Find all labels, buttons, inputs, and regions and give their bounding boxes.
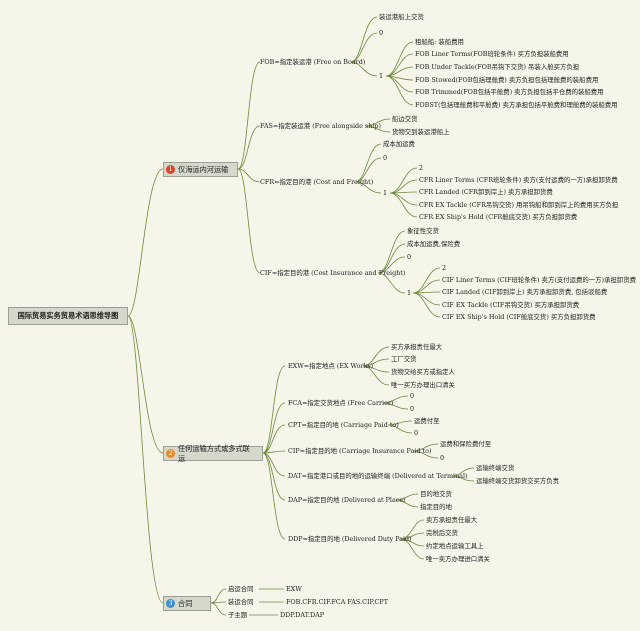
fas-detail[interactable]: 船边交货 bbox=[392, 115, 418, 123]
fob-detail[interactable]: 0 bbox=[379, 29, 384, 37]
dap-detail[interactable]: 目的地交货 bbox=[420, 490, 452, 498]
term-fob[interactable]: FOB=指定装运港 (Free on Board) bbox=[260, 58, 366, 66]
number-badge: 3 bbox=[166, 599, 175, 608]
cif-variant[interactable]: CIF EX Ship's Hold (CIF舱底交货) 买方负担卸货费 bbox=[442, 313, 596, 321]
cpt-detail[interactable]: 运费付至 bbox=[414, 417, 440, 425]
dat-detail[interactable]: 运输终端交货卸货交买方负责 bbox=[476, 477, 560, 485]
term-exw[interactable]: EXW=指定地点 (EX Works) bbox=[288, 362, 374, 370]
fob-variant[interactable]: FOB Trimmed(FOB包括平舱费) 卖方负担包括平仓费的装船费用 bbox=[415, 88, 604, 96]
cfr-detail[interactable]: 成本加运费 bbox=[383, 140, 415, 148]
fca-detail[interactable]: 0 bbox=[410, 392, 415, 400]
contract-value[interactable]: EXW bbox=[286, 585, 302, 593]
dat-detail[interactable]: 运输终端交货 bbox=[476, 464, 515, 472]
exw-detail[interactable]: 买方承担责任最大 bbox=[391, 343, 443, 351]
ddp-detail[interactable]: 完税后交货 bbox=[426, 529, 458, 537]
contract-value[interactable]: FOB.CFR.CIF.FCA FAS.CIP.CPT bbox=[286, 598, 388, 606]
fca-detail[interactable]: 0 bbox=[410, 405, 415, 413]
fob-variant[interactable]: FOB Stowed(FOB包括理舱费) 卖方负担包括理舱费的装船费用 bbox=[415, 76, 599, 84]
contract-label[interactable]: 启运合同 bbox=[228, 585, 254, 593]
cfr-variant[interactable]: CFR Landed (CFR卸到岸上) 卖方承担卸货费 bbox=[419, 188, 553, 196]
fob-detail[interactable]: 装运港船上交货 bbox=[379, 13, 424, 21]
cif-variant[interactable]: CIF Landed (CIF卸到岸上) 卖方承担卸货费, 包括驳船费 bbox=[442, 288, 608, 296]
cif-variant[interactable]: CIF EX Tackle (CIF吊钩交货) 买方承担卸货费 bbox=[442, 301, 580, 309]
ddp-detail[interactable]: 卖方承担责任最大 bbox=[426, 516, 478, 524]
number-badge: 1 bbox=[166, 165, 175, 174]
exw-detail[interactable]: 货物交给买方或指定人 bbox=[391, 368, 455, 376]
term-fca[interactable]: FCA=指定交货地点 (Free Carrier) bbox=[288, 399, 394, 407]
cfr-variant[interactable]: CFR Liner Terms (CFR班轮条件) 卖方(支付运费的一方)承担卸… bbox=[419, 176, 618, 184]
ddp-detail[interactable]: 唯一卖方办理进口清关 bbox=[426, 555, 490, 563]
cif-detail[interactable]: 成本加运费,保险费 bbox=[407, 240, 461, 248]
cip-detail[interactable]: 运费和保险费付至 bbox=[440, 440, 492, 448]
term-ddp[interactable]: DDP=指定目的地 (Delivered Duty Paid) bbox=[288, 535, 412, 543]
cif-subtopic-1[interactable]: 1 bbox=[407, 289, 412, 297]
cfr-variant[interactable]: CFR EX Ship's Hold (CFR舱底交货) 买方负担卸货费 bbox=[419, 213, 578, 221]
term-dat[interactable]: DAT=指定港口或目的地的运输终端 (Delivered at Terminal… bbox=[288, 472, 468, 480]
category-contract[interactable]: 3 合同 bbox=[163, 596, 211, 611]
fob-variant[interactable]: FOB Under Tackle(FOB吊钩下交货) 吊装入舱买方负担 bbox=[415, 63, 580, 71]
number-badge: 2 bbox=[166, 449, 175, 458]
cif-detail[interactable]: 0 bbox=[407, 253, 412, 261]
category-sea-transport[interactable]: 1 仅海运内河运输 bbox=[163, 162, 238, 177]
category-label: 任何运输方式或多式联运 bbox=[177, 443, 250, 463]
cfr-subtopic-2[interactable]: 2 bbox=[419, 164, 424, 172]
term-cif[interactable]: CIF=指定目的港 (Cost Insurance and Freight) bbox=[260, 269, 406, 277]
cfr-variant[interactable]: CFR EX Tackle (CFR吊钩交货) 用吊钩船和卸到岸上的费用买方负担 bbox=[419, 201, 619, 209]
contract-value[interactable]: DDP.DAT.DAP bbox=[280, 611, 325, 619]
cif-subtopic-2[interactable]: 2 bbox=[442, 264, 447, 272]
term-cfr[interactable]: CFR=指定目的港 (Cost and Freight) bbox=[260, 178, 374, 186]
category-any-transport[interactable]: 2 任何运输方式或多式联运 bbox=[163, 443, 263, 463]
term-cpt[interactable]: CPT=指定目的地 (Carriage Paid to) bbox=[288, 421, 399, 429]
dap-detail[interactable]: 指定目的地 bbox=[420, 503, 452, 511]
exw-detail[interactable]: 唯一买方办理出口清关 bbox=[391, 381, 455, 389]
cip-detail[interactable]: 0 bbox=[440, 454, 445, 462]
exw-detail[interactable]: 工厂交货 bbox=[391, 355, 417, 363]
cif-detail[interactable]: 象征性交货 bbox=[407, 227, 439, 235]
fob-subtopic-1[interactable]: 1 bbox=[379, 72, 384, 80]
fob-variant[interactable]: 租船船: 装船费用 bbox=[415, 38, 464, 46]
cif-variant[interactable]: CIF Liner Terms (CIF班轮条件) 卖方(支付运费的一方)承担卸… bbox=[442, 276, 637, 284]
cfr-subtopic-1[interactable]: 1 bbox=[383, 189, 388, 197]
contract-label[interactable]: 装运合同 bbox=[228, 598, 254, 606]
ddp-detail[interactable]: 约定地点运输工具上 bbox=[426, 542, 484, 550]
root-topic[interactable]: 国际贸易实务贸易术语思维导图 bbox=[8, 307, 128, 325]
term-fas[interactable]: FAS=指定装运港 (Free alongside ship) bbox=[260, 122, 381, 130]
fas-detail[interactable]: 货物交到装运港船上 bbox=[392, 128, 450, 136]
category-label: 仅海运内河运输 bbox=[178, 164, 229, 174]
term-dap[interactable]: DAP=指定目的地 (Delivered at Place) bbox=[288, 496, 406, 504]
category-label: 合同 bbox=[178, 598, 193, 608]
fob-variant[interactable]: FOB Liner Terms(FOB班轮条件) 买方负担装船费用 bbox=[415, 50, 569, 58]
fob-variant[interactable]: FOBST(包括理舱费和平舱费) 卖方承担包括平舱费和理舱费的装船费用 bbox=[415, 101, 618, 109]
cfr-detail[interactable]: 0 bbox=[383, 154, 388, 162]
term-cip[interactable]: CIP=指定目的地 (Carriage Insurance Paid to) bbox=[288, 447, 432, 455]
contract-label[interactable]: 子主题 bbox=[228, 611, 248, 619]
cpt-detail[interactable]: 0 bbox=[414, 429, 419, 437]
